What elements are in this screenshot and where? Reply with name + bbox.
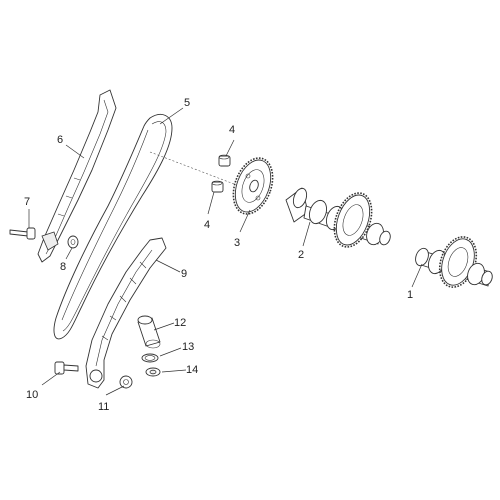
timing-chain <box>53 114 173 340</box>
callout-6: 6 <box>57 134 63 146</box>
callout-12: 12 <box>174 317 186 329</box>
callout-labels: 5 6 7 8 9 10 11 12 13 14 4 4 3 2 1 <box>24 97 413 413</box>
callout-13: 13 <box>182 341 194 353</box>
sealing-washer <box>145 367 161 377</box>
leader-lines <box>28 107 423 396</box>
callout-2: 2 <box>298 249 304 261</box>
sprocket-bolt-lower <box>211 180 224 193</box>
callout-4-upper: 4 <box>229 124 235 136</box>
washer-11 <box>119 375 133 389</box>
callout-1: 1 <box>407 289 413 301</box>
chain-tensioner-slider <box>85 237 167 389</box>
o-ring <box>141 353 159 363</box>
tensioner-plunger <box>137 315 161 349</box>
callout-10: 10 <box>26 389 38 401</box>
pivot-bolt <box>54 361 79 375</box>
washer-8 <box>67 235 79 249</box>
callout-9: 9 <box>181 268 187 280</box>
sprocket <box>232 157 274 215</box>
callout-14: 14 <box>186 364 198 376</box>
callout-8: 8 <box>60 261 66 273</box>
guide-bolt <box>9 227 36 240</box>
callout-7: 7 <box>24 196 30 208</box>
callout-11: 11 <box>98 401 109 413</box>
sprocket-bolt-upper <box>218 154 231 167</box>
camshaft-intake <box>285 187 391 248</box>
callout-4-lower: 4 <box>204 219 210 231</box>
callout-5: 5 <box>184 97 190 109</box>
fixed-chain-guide <box>37 89 117 263</box>
callout-3: 3 <box>234 237 240 249</box>
camshaft-exhaust <box>415 236 493 288</box>
